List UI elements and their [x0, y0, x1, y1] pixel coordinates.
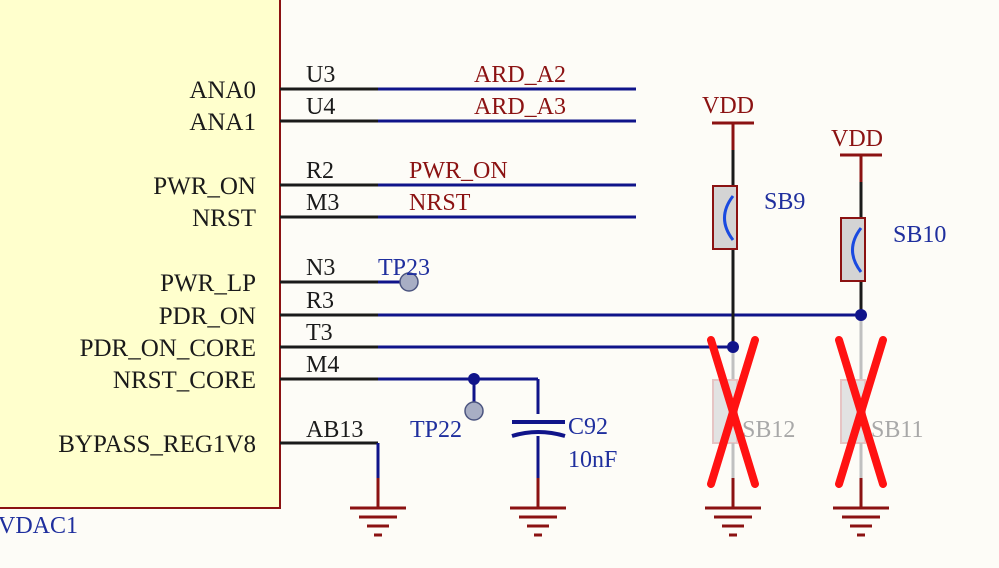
pin-name-pwr-lp: PWR_LP [160, 270, 256, 297]
net-label-nrst: NRST [409, 190, 471, 216]
wires [376, 87, 861, 478]
vdd-label-sb10: VDD [831, 126, 883, 152]
capacitor-c92[interactable] [511, 420, 566, 438]
pin-name-pdr-on: PDR_ON [159, 303, 256, 330]
pin-name-pwr-on: PWR_ON [153, 173, 256, 200]
vdd-symbol-sb9 [712, 121, 754, 150]
ground-symbol-4 [833, 478, 889, 537]
test-point-tp22[interactable] [464, 401, 484, 421]
pin-number-m3: M3 [306, 190, 339, 216]
solder-bridge-sb9-label: SB9 [764, 189, 805, 215]
pin-name-bypass-reg1v8: BYPASS_REG1V8 [58, 431, 256, 458]
pin-number-m4: M4 [306, 352, 339, 378]
pin-name-nrst-core: NRST_CORE [113, 367, 256, 394]
net-label-pwr-on: PWR_ON [409, 158, 508, 184]
solder-bridge-sb12-label: SB12 [742, 417, 795, 443]
pin-number-u4: U4 [306, 94, 335, 120]
solder-bridge-sb10[interactable] [840, 217, 866, 282]
vdd-label-sb9: VDD [702, 93, 754, 119]
capacitor-c92-value: 10nF [568, 447, 617, 473]
ground-symbol-3 [705, 478, 761, 537]
vdd-symbol-sb10 [840, 153, 882, 182]
pin-number-r3: R3 [306, 288, 334, 314]
test-point-tp23[interactable] [399, 272, 419, 292]
pin-number-u3: U3 [306, 62, 335, 88]
pin-number-t3: T3 [306, 320, 333, 346]
pin-name-pdr-on-core: PDR_ON_CORE [80, 335, 256, 362]
solder-bridge-sb9[interactable] [712, 185, 738, 250]
ground-stubs [376, 478, 540, 508]
junction-dot-pdr-on-core [727, 341, 739, 353]
capacitor-c92-designator: C92 [568, 414, 608, 440]
solder-bridge-sb10-label: SB10 [893, 222, 946, 248]
pin-number-n3: N3 [306, 255, 335, 281]
pin-stubs [280, 87, 378, 445]
dnp-x-mark-sb11 [835, 336, 887, 488]
junction-dot-nrst-core [468, 373, 480, 385]
pin-name-ana1: ANA1 [189, 109, 256, 136]
net-label-ard-a3: ARD_A3 [474, 94, 566, 120]
net-label-ard-a2: ARD_A2 [474, 62, 566, 88]
test-point-tp23-label: TP23 [378, 255, 430, 281]
ic-body [0, 0, 281, 509]
ic-designator: VDAC1 [0, 513, 78, 539]
pin-name-ana0: ANA0 [189, 77, 256, 104]
pin-name-nrst: NRST [192, 205, 256, 232]
junction-dot-pdr-on [855, 309, 867, 321]
test-point-tp22-label: TP22 [410, 417, 462, 443]
pin-number-r2: R2 [306, 158, 334, 184]
dnp-x-mark-sb12 [707, 336, 759, 488]
solder-bridge-sb11-label: SB11 [871, 417, 923, 443]
ground-symbol-2 [510, 506, 566, 537]
pin-number-ab13: AB13 [306, 417, 363, 443]
ground-symbol-1 [350, 506, 406, 537]
